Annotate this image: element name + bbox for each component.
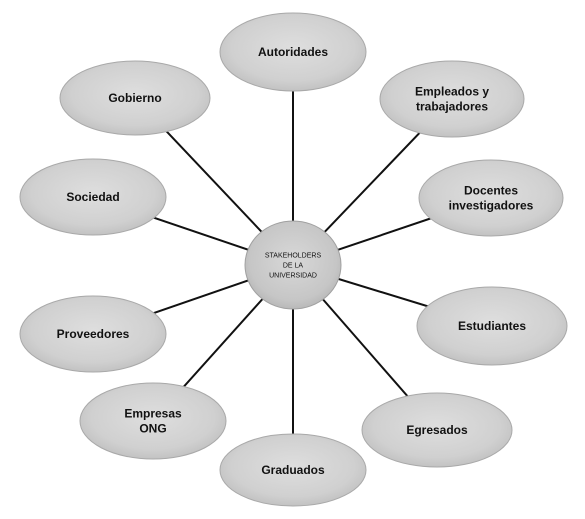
node-ellipse-estudiantes <box>416 286 568 366</box>
node-estudiantes: Estudiantes <box>416 286 568 366</box>
center-label: UNIVERSIDAD <box>269 273 317 280</box>
node-label-empleados-trabajadores: Empleados y <box>415 85 489 99</box>
center-label: DE LA <box>283 263 304 270</box>
node-ellipse-sociedad <box>19 158 167 236</box>
node-ellipse-gobierno <box>59 60 211 136</box>
node-ellipse-empleados-trabajadores <box>379 60 525 138</box>
node-label-empleados-trabajadores: trabajadores <box>416 100 488 114</box>
center-label: STAKEHOLDERS <box>265 253 322 260</box>
node-sociedad: Sociedad <box>19 158 167 236</box>
node-label-egresados: Egresados <box>406 423 468 437</box>
node-ellipse-graduados <box>219 433 367 507</box>
node-label-sociedad: Sociedad <box>66 190 119 204</box>
node-label-empresas-ong: Empresas <box>124 407 182 421</box>
center-node: STAKEHOLDERS DE LA UNIVERSIDAD <box>244 220 342 310</box>
node-egresados: Egresados <box>361 392 513 468</box>
center-ellipse <box>244 220 342 310</box>
node-graduados: Graduados <box>219 433 367 507</box>
node-autoridades: Autoridades <box>219 12 367 92</box>
node-label-empresas-ong: ONG <box>139 422 166 436</box>
node-ellipse-egresados <box>361 392 513 468</box>
node-label-gobierno: Gobierno <box>108 91 161 105</box>
node-label-autoridades: Autoridades <box>258 45 328 59</box>
node-label-graduados: Graduados <box>261 463 325 477</box>
node-label-docentes-investigadores: investigadores <box>449 199 534 213</box>
node-ellipse-docentes-investigadores <box>418 159 564 237</box>
node-ellipse-empresas-ong <box>79 382 227 460</box>
node-label-proveedores: Proveedores <box>57 327 130 341</box>
node-label-estudiantes: Estudiantes <box>458 319 526 333</box>
node-label-docentes-investigadores: Docentes <box>464 184 518 198</box>
node-ellipse-proveedores <box>19 295 167 373</box>
node-proveedores: Proveedores <box>19 295 167 373</box>
node-gobierno: Gobierno <box>59 60 211 136</box>
node-ellipse-autoridades <box>219 12 367 92</box>
